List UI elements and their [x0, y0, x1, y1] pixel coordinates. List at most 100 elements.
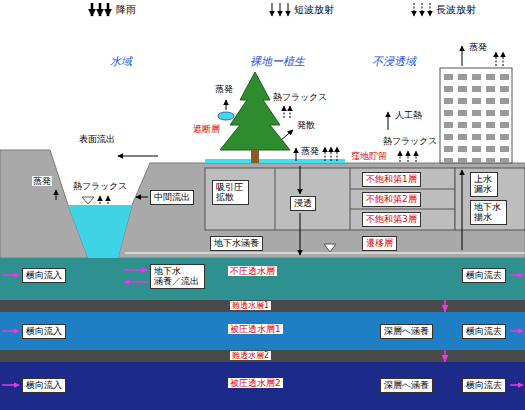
- layer-name: 被圧透水層2: [228, 378, 283, 388]
- box-label: 横向流入: [26, 380, 62, 390]
- flux-arrows: [503, 52, 504, 66]
- ground-soil: [0, 150, 88, 258]
- aquifer-layers: [0, 258, 525, 410]
- legend-arrows: [430, 3, 431, 16]
- soil-grid: [275, 168, 276, 230]
- process-box: 不飽和第3層: [362, 212, 421, 227]
- lateral-flow-arrows: [2, 270, 523, 385]
- flux-arrows: [496, 52, 497, 66]
- flux-arrows: [300, 213, 301, 255]
- label-holder: 遮断層: [192, 124, 221, 134]
- soil-grid: [324, 244, 336, 252]
- process-box: 地下水 揚水: [470, 200, 507, 225]
- lateral-flow-arrows: [2, 384, 19, 386]
- lateral-flow-arrows: [2, 274, 19, 276]
- label-holder: 熱フラックス: [272, 92, 328, 102]
- process-box: 中間流出: [150, 190, 194, 205]
- soil-grid: [125, 159, 525, 253]
- flux-arrows: [136, 197, 148, 198]
- box-label: 遷移層: [366, 238, 393, 248]
- legend-arrows: [414, 3, 415, 16]
- aquifer-band: 不圧透水層横向流入地下水 涵養／流出横向流去: [0, 258, 525, 300]
- building: [440, 68, 512, 163]
- lateral-flow-arrows: [510, 274, 523, 276]
- legend-arrows: [92, 3, 430, 16]
- flux-arrows: [100, 196, 101, 204]
- process-box: 地下水涵養: [210, 236, 263, 251]
- soil-grid: [205, 159, 345, 163]
- process-label: 窪地貯留: [350, 151, 388, 161]
- process-label: 表面流出: [78, 134, 116, 144]
- flux-arrows: [108, 196, 109, 204]
- box-label: 地下水涵養: [214, 238, 259, 248]
- legend-label: 降雨: [116, 4, 136, 16]
- lateral-flow-arrows: [2, 330, 19, 332]
- box-label: 横向流入: [26, 270, 62, 280]
- aquifer-band: 被圧透水層1横向流入深層へ涵養横向流去: [0, 312, 525, 350]
- box-label: 上水 漏水: [474, 174, 494, 195]
- process-box: 深層へ涵養: [380, 378, 433, 393]
- lateral-flow-arrows: [124, 269, 147, 271]
- flux-arrows: [400, 151, 401, 162]
- label-holder: 蒸発: [468, 42, 488, 52]
- layer-name: 難透水層1: [230, 301, 271, 310]
- flux-arrows: [331, 147, 332, 161]
- aquifer-band: 難透水層1: [0, 300, 525, 312]
- process-box: 上水 漏水: [470, 172, 498, 197]
- soil-grid: [205, 168, 455, 230]
- legend-arrows: [280, 3, 281, 16]
- process-box: 不飽和第2層: [362, 192, 421, 207]
- label-holder: 表面流出: [78, 134, 116, 144]
- aquifer-layers: [0, 362, 525, 410]
- lateral-flow-arrows: [124, 281, 147, 283]
- process-box: 横向流去: [462, 268, 506, 283]
- tree: [251, 150, 259, 163]
- ground-soil: [0, 150, 525, 258]
- label-holder: 水域: [110, 56, 132, 69]
- box-label: 横向流入: [26, 326, 62, 336]
- legend-arrows: [422, 3, 423, 16]
- box-label: 不飽和第1層: [366, 174, 417, 184]
- label-holder: 裸地ー植生: [250, 56, 305, 69]
- lateral-flow-arrows: [510, 384, 523, 386]
- process-box: 深層へ涵養: [380, 324, 433, 339]
- process-box: 吸引圧 拡散: [212, 180, 249, 205]
- box-label: 地下水 揚水: [474, 202, 503, 223]
- label-holder: 人工熱: [394, 110, 423, 120]
- process-box: 地下水 涵養／流出: [150, 264, 205, 289]
- legend-entry: 長波放射: [436, 4, 476, 16]
- flux-arrows: [296, 148, 297, 161]
- label-holder: 蒸発: [32, 176, 52, 186]
- box-label: 不飽和第3層: [366, 214, 417, 224]
- soil-grid: [350, 168, 351, 230]
- process-box: 不飽和第1層: [362, 172, 421, 187]
- flux-arrows: [226, 100, 227, 110]
- process-label: 熱フラックス: [382, 136, 438, 146]
- label-holder: 窪地貯留: [350, 151, 388, 161]
- flux-arrows: [56, 190, 57, 200]
- process-box: 浸透: [290, 196, 316, 211]
- ground-soil: [118, 163, 525, 258]
- box-label: 地下水 涵養／流出: [154, 266, 201, 287]
- label-holder: 熱フラックス: [382, 136, 438, 146]
- region-name: 水域: [110, 56, 132, 69]
- legend-label: 長波放射: [436, 4, 476, 16]
- recharge-arrow: [444, 300, 446, 312]
- region-name: 不浸透域: [372, 56, 416, 69]
- label-holder: 熱フラックス: [72, 181, 128, 191]
- process-label: 蒸発: [32, 176, 52, 186]
- process-label: 蒸発: [214, 84, 234, 94]
- building: [440, 68, 512, 163]
- legend-entry: 降雨: [116, 4, 136, 16]
- box-label: 深層へ涵養: [384, 380, 429, 390]
- soil-grid: [125, 252, 525, 253]
- legend-arrows: [107, 3, 110, 16]
- layer-name: 被圧透水層1: [228, 324, 283, 334]
- legend-arrows: [91, 3, 94, 16]
- label-holder: 発散: [296, 120, 316, 130]
- process-label: 熱フラックス: [72, 181, 128, 191]
- box-label: 吸引圧 拡散: [216, 182, 245, 203]
- legend-arrows: [99, 3, 102, 16]
- flux-arrows: [388, 112, 389, 130]
